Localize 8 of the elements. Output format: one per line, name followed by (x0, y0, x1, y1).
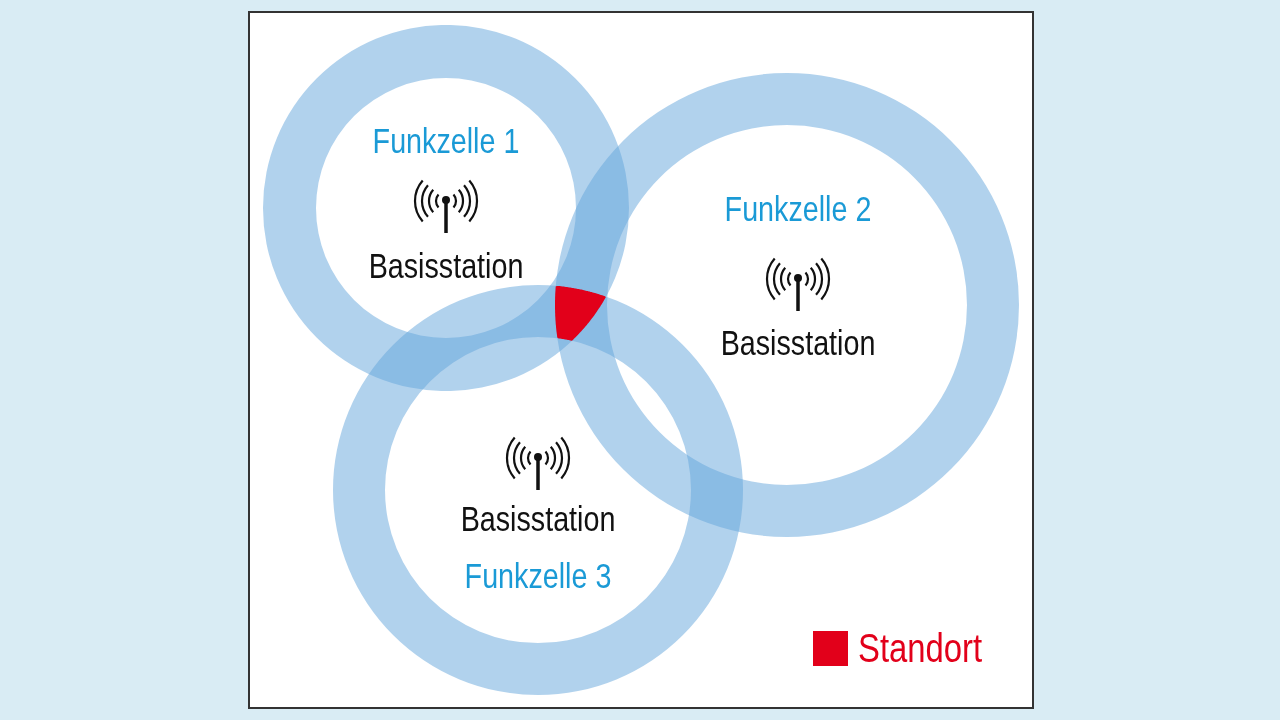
radio-cell-ring (263, 25, 629, 391)
station-label: Basisstation (720, 324, 876, 360)
cell-title: Funkzelle 2 (724, 190, 872, 226)
cell-title: Funkzelle 3 (464, 557, 612, 593)
station-label: Basisstation (460, 500, 616, 536)
cell-title: Funkzelle 1 (372, 122, 520, 158)
station-label: Basisstation (368, 247, 524, 283)
legend-label: Standort (858, 628, 982, 668)
